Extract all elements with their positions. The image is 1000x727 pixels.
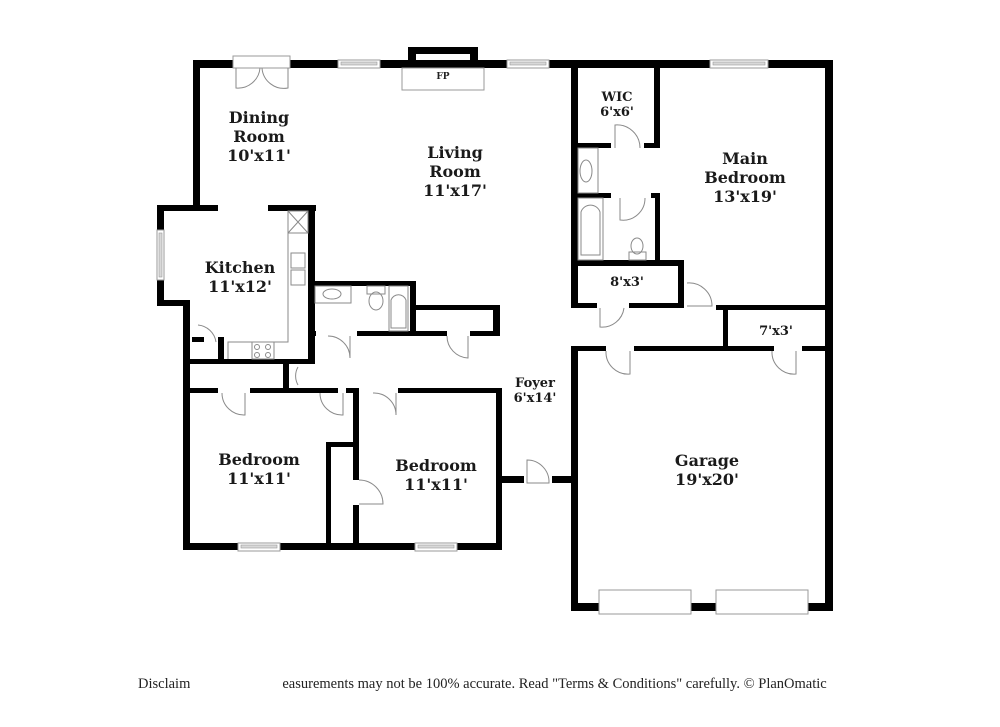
disclaimer-redaction — [190, 676, 283, 693]
room-name: Main — [722, 149, 768, 168]
room-name: Room — [233, 127, 285, 146]
room-name: Bedroom — [218, 450, 300, 469]
room-label-closet-8x3: 8'x3' — [610, 275, 644, 290]
room-dimensions: 11'x11' — [227, 469, 291, 488]
windows — [156, 55, 809, 615]
room-label-closet-7x3: 7'x3' — [759, 324, 793, 339]
fireplace-label: FP — [436, 72, 450, 82]
room-name: Dining — [228, 108, 290, 127]
room-dimensions: 6'x6' — [600, 105, 634, 120]
room-name: Kitchen — [204, 258, 276, 277]
room-name: Bedroom — [395, 456, 477, 475]
room-label-garage: Garage 19'x20' — [675, 451, 739, 489]
room-label-wic: WIC 6'x6' — [600, 90, 634, 120]
room-name: Bedroom — [704, 168, 786, 187]
room-dimensions: 11'x17' — [423, 181, 487, 200]
disclaimer-start: Disclaim — [138, 676, 191, 692]
door-swings — [197, 67, 797, 505]
room-label-living-room: Living Room 11'x17' — [423, 143, 487, 200]
disclaimer-rest: easurements may not be 100% accurate. Re… — [282, 676, 827, 692]
room-name: Garage — [674, 451, 740, 470]
room-label-bedroom-2: Bedroom 11'x11' — [395, 456, 477, 494]
room-name: WIC — [601, 90, 633, 105]
room-label-dining-room: Dining Room 10'x11' — [227, 108, 291, 165]
room-dimensions: 7'x3' — [759, 324, 793, 339]
room-dimensions: 13'x19' — [713, 187, 777, 206]
room-dimensions: 19'x20' — [675, 470, 739, 489]
room-label-foyer: Foyer 6'x14' — [514, 376, 557, 406]
room-name: Foyer — [515, 376, 555, 391]
room-dimensions: 8'x3' — [610, 275, 644, 290]
room-label-main-bedroom: Main Bedroom 13'x19' — [704, 149, 786, 206]
room-label-kitchen: Kitchen 11'x12' — [205, 258, 276, 296]
room-dimensions: 10'x11' — [227, 146, 291, 165]
room-dimensions: 11'x12' — [208, 277, 272, 296]
fixtures — [227, 147, 647, 360]
room-dimensions: 6'x14' — [513, 391, 557, 406]
disclaimer-text: Disclaim easurements may not be 100% accu… — [138, 676, 827, 693]
room-name: Living — [427, 143, 483, 162]
room-name: Room — [429, 162, 481, 181]
room-dimensions: 11'x11' — [404, 475, 468, 494]
room-label-bedroom-1: Bedroom 11'x11' — [218, 450, 300, 488]
